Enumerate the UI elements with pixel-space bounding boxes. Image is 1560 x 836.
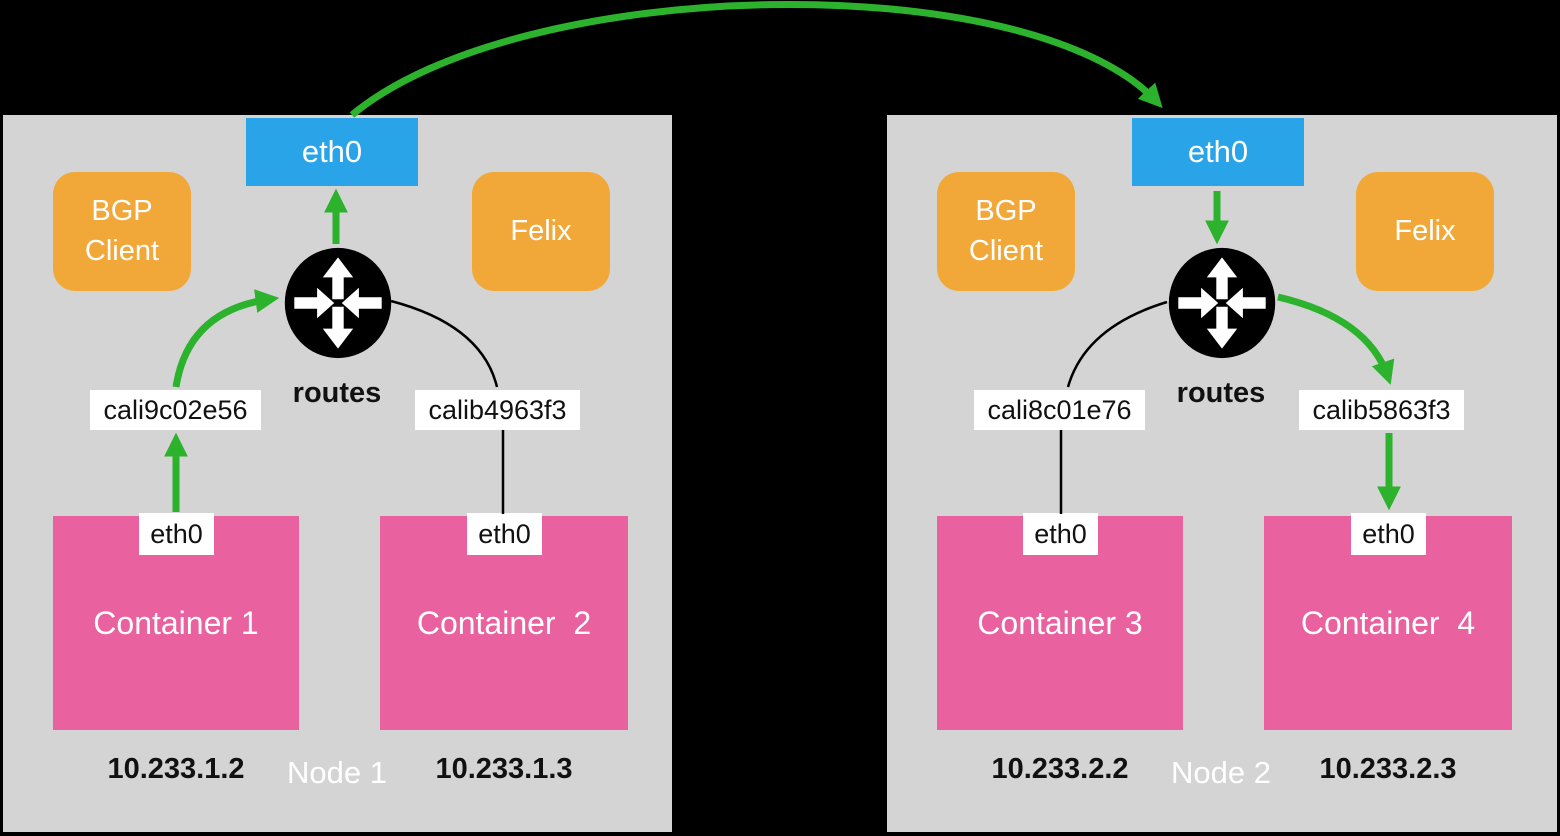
container-2-ip: 10.233.1.3 [435, 753, 573, 785]
container-1-ip: 10.233.1.2 [107, 753, 245, 785]
container-3-eth0-label: eth0 [1023, 513, 1098, 555]
container-2-box: Container 2 [380, 516, 628, 730]
node-1-name: Node 1 [287, 755, 387, 790]
container-1-box: Container 1 [53, 516, 299, 730]
node-2-panel: eth0 BGP Client Felix routes cali8c01e76… [887, 115, 1557, 832]
node1-routes-label: routes [292, 377, 382, 409]
node2-veth-calib5863f3: calib5863f3 [1299, 390, 1464, 430]
node1-host-eth0-box: eth0 [246, 118, 418, 186]
container-4-ip: 10.233.2.3 [1319, 753, 1457, 785]
container-3-ip: 10.233.2.2 [991, 753, 1129, 785]
container-3-label: Container 3 [977, 604, 1143, 641]
node2-veth-cali8c01e76: cali8c01e76 [974, 390, 1145, 430]
node1-veth-calib4963f3: calib4963f3 [415, 390, 580, 430]
container-2-eth0-label: eth0 [467, 513, 542, 555]
node-1-panel: eth0 BGP Client Felix routes cali9c02e56… [3, 115, 672, 832]
container-2-label: Container 2 [416, 604, 592, 641]
node-2-name: Node 2 [1171, 755, 1271, 790]
container-1-eth0-label: eth0 [139, 513, 214, 555]
container-4-label: Container 4 [1300, 604, 1476, 641]
container-1-label: Container 1 [93, 604, 259, 641]
node2-routes-label: routes [1176, 377, 1266, 409]
container-3-box: Container 3 [937, 516, 1183, 730]
routes-icon [1165, 244, 1279, 362]
node2-felix-box: Felix [1356, 172, 1494, 291]
container-4-eth0-label: eth0 [1351, 513, 1426, 555]
node1-veth-cali9c02e56: cali9c02e56 [90, 390, 261, 430]
node1-bgp-client-box: BGP Client [53, 172, 191, 291]
node2-host-eth0-box: eth0 [1132, 118, 1304, 186]
node2-bgp-client-box: BGP Client [937, 172, 1075, 291]
routes-icon [281, 244, 395, 362]
node1-felix-box: Felix [472, 172, 610, 291]
arrow-eth0-node1-to-eth0-node2 [349, 0, 1163, 118]
